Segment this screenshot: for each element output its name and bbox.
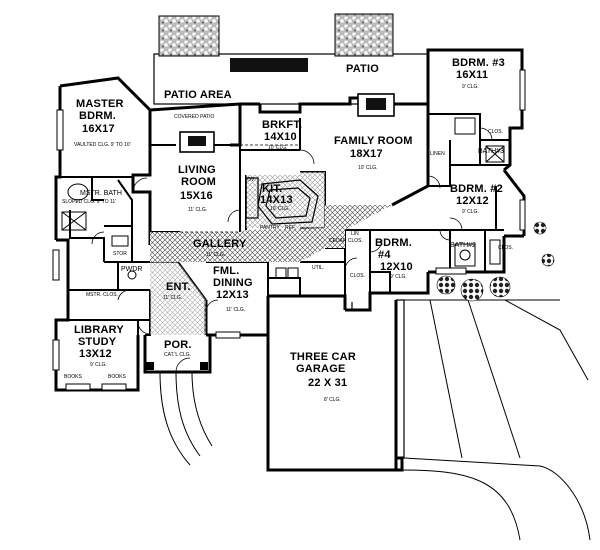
room-size-garage: 22 X 31 bbox=[308, 377, 348, 389]
entry-tile bbox=[150, 262, 206, 335]
label-closet-bedroom4: CLOS. bbox=[350, 273, 366, 279]
ceiling-living: 11' CLG. bbox=[188, 207, 208, 213]
label-linen: LINEN bbox=[430, 151, 445, 157]
room-size-kitchen: 14X13 bbox=[260, 194, 293, 206]
ceiling-family: 10' CLG. bbox=[358, 165, 378, 171]
room-label-living-line2: ROOM bbox=[181, 176, 217, 188]
room-label-family: FAMILY ROOM bbox=[334, 135, 413, 147]
landscaping bbox=[436, 221, 555, 302]
ceiling-garage: 8' CLG. bbox=[324, 397, 341, 403]
room-size-dining: 12X13 bbox=[216, 289, 249, 301]
label-bath2: BATH#2 bbox=[450, 242, 476, 249]
driveway bbox=[401, 299, 591, 541]
label-oven: OV bbox=[247, 177, 255, 183]
garage-doors bbox=[351, 299, 405, 459]
ceiling-master-bath: SLOPED CLG. 9' TO 11' bbox=[62, 199, 117, 205]
label-utility: UTIL. bbox=[312, 265, 325, 271]
room-label-garage-line1: THREE CAR bbox=[290, 351, 356, 363]
label-bath3: BATH#3 bbox=[478, 148, 504, 155]
label-books-left: BOOKS bbox=[64, 374, 82, 380]
room-label-bedroom2: BDRM. #2 bbox=[450, 183, 503, 195]
porch-columns bbox=[146, 362, 208, 370]
room-label-kitchen: KIT. bbox=[262, 183, 283, 195]
ceiling-breakfast: 10' CLG. bbox=[268, 145, 288, 151]
room-label-bedroom3: BDRM. #3 bbox=[452, 57, 505, 69]
room-label-library-line2: STUDY bbox=[78, 336, 117, 348]
ceiling-entry: 11' CLG. bbox=[163, 295, 183, 301]
label-storage: STOR bbox=[113, 251, 127, 257]
room-label-garage-line2: GARAGE bbox=[296, 363, 346, 375]
room-size-bedroom4: 12X10 bbox=[380, 261, 413, 273]
kitchen-island bbox=[245, 177, 319, 225]
bath-fixtures bbox=[61, 117, 505, 280]
label-linen-gallery: LIN bbox=[351, 231, 359, 237]
ceiling-bedroom4: 9' CLG. bbox=[390, 274, 407, 280]
label-refrigerator: REF. bbox=[285, 225, 296, 231]
ceiling-breaks bbox=[150, 144, 300, 233]
room-label-bedroom4-line1: BDRM. bbox=[375, 237, 413, 249]
gallery-tile bbox=[150, 228, 345, 262]
room-size-bedroom3: 16X11 bbox=[456, 69, 489, 81]
room-label-gallery: GALLERY bbox=[193, 238, 247, 250]
room-label-porch: POR. bbox=[164, 339, 192, 351]
ceiling-master: VAULTED CLG. 9' TO 10' bbox=[74, 142, 131, 148]
room-label-master-line2: BDRM. bbox=[79, 110, 117, 122]
ceiling-bedroom3: 9' CLG. bbox=[462, 84, 479, 90]
room-label-living-line1: LIVING bbox=[178, 164, 216, 176]
patio-slab bbox=[153, 13, 429, 105]
room-size-library: 13X12 bbox=[79, 348, 112, 360]
fireplace-living bbox=[179, 131, 215, 153]
label-closet-bedroom3: CLOS. bbox=[488, 129, 504, 135]
ceiling-kitchen: 10' CLG. bbox=[270, 206, 290, 212]
room-size-breakfast: 14X10 bbox=[264, 131, 297, 143]
door-swings bbox=[91, 127, 493, 373]
room-label-master-bath: MSTR. BATH bbox=[80, 190, 122, 197]
room-size-living: 15X16 bbox=[180, 190, 213, 202]
room-size-family: 18X17 bbox=[350, 148, 383, 160]
room-label-library-line1: LIBRARY bbox=[74, 324, 124, 336]
label-master-closet: MSTR. CLOS. bbox=[86, 292, 118, 298]
label-powder-room: PWDR bbox=[121, 266, 143, 273]
ceiling-gallery: 11' CLG. bbox=[206, 252, 226, 258]
ceiling-library: 9' CLG. bbox=[90, 362, 107, 368]
room-label-master-line1: MASTER bbox=[76, 98, 124, 110]
ceiling-bedroom2: 9' CLG. bbox=[462, 209, 479, 215]
label-closet-bedroom2: CLOS. bbox=[498, 245, 514, 251]
windows bbox=[52, 69, 526, 391]
ceiling-dining: 11' CLG. bbox=[226, 307, 246, 313]
room-label-dining-line1: FML. bbox=[213, 265, 240, 277]
room-label-dining-line2: DINING bbox=[213, 277, 253, 289]
label-books-right: BOOKS bbox=[108, 374, 126, 380]
room-label-patio: PATIO bbox=[346, 63, 379, 75]
ceiling-porch: CAT.'L CLG. bbox=[164, 352, 192, 358]
kitchen-tile bbox=[246, 172, 325, 228]
label-cedar-closet: CEDAR CLOS. bbox=[329, 238, 363, 244]
note-covered-patio: COVERED PATIO bbox=[174, 114, 215, 120]
family-tile bbox=[325, 205, 392, 230]
room-label-bedroom4-line2: #4 bbox=[378, 249, 391, 261]
room-size-bedroom2: 12X12 bbox=[456, 195, 489, 207]
room-size-master: 16X17 bbox=[82, 123, 115, 135]
room-label-breakfast: BRKFT. bbox=[262, 119, 303, 131]
room-label-patio-area: PATIO AREA bbox=[164, 89, 232, 101]
fireplace-family bbox=[357, 93, 395, 117]
label-pantry: PANTRY bbox=[260, 225, 280, 231]
front-walk bbox=[159, 371, 213, 466]
room-label-entry: ENT. bbox=[166, 281, 191, 293]
